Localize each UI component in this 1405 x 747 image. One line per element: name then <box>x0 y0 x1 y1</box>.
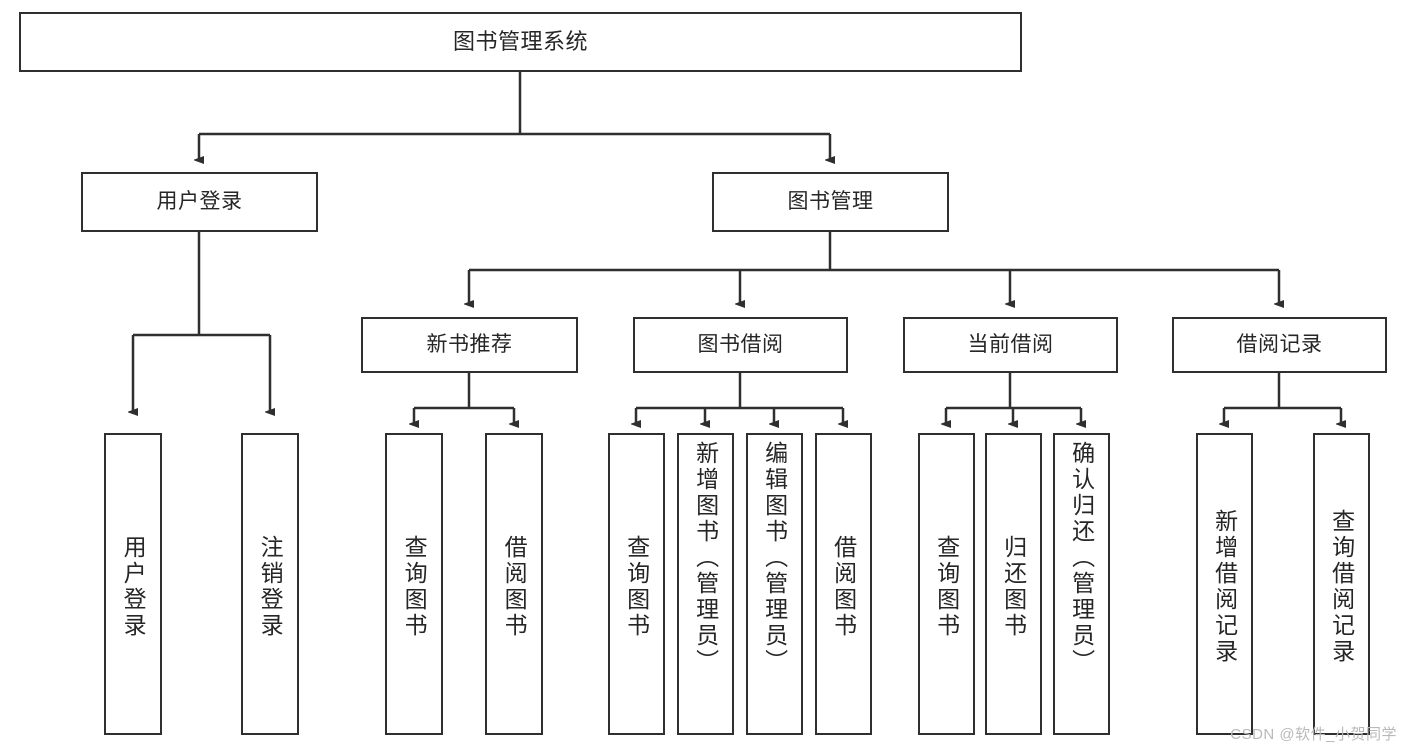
leaf-current-return-books[interactable]: 归还图书 <box>985 433 1042 735</box>
leaf-current-query-books[interactable]: 查询图书 <box>918 433 975 735</box>
node-label: 借阅图书 <box>830 535 857 639</box>
leaf-user-login-login[interactable]: 用户登录 <box>104 433 162 735</box>
node-label: 查询图书 <box>933 535 960 639</box>
leaf-current-confirm-return-admin[interactable]: 确认归还（管理员） <box>1053 433 1110 735</box>
node-label: 新书推荐 <box>426 332 513 356</box>
leaf-record-add-borrow-record[interactable]: 新增借阅记录 <box>1196 433 1253 735</box>
node-label: 用户登录 <box>120 535 147 639</box>
node-label: 编辑图书（管理员） <box>761 441 788 675</box>
leaf-new-book-borrow-books[interactable]: 借阅图书 <box>485 433 543 735</box>
leaf-borrow-edit-book-admin[interactable]: 编辑图书（管理员） <box>746 433 803 735</box>
node-label: 查询图书 <box>623 535 650 639</box>
leaf-user-login-logout[interactable]: 注销登录 <box>241 433 299 735</box>
node-user-login[interactable]: 用户登录 <box>81 172 318 232</box>
node-label: 查询借阅记录 <box>1328 509 1355 665</box>
node-label: 图书管理系统 <box>452 29 588 55</box>
node-label: 注销登录 <box>257 535 284 639</box>
leaf-borrow-borrow-books[interactable]: 借阅图书 <box>815 433 872 735</box>
node-label: 确认归还（管理员） <box>1068 441 1095 675</box>
node-label: 新增借阅记录 <box>1211 509 1238 665</box>
node-new-book-recommendation[interactable]: 新书推荐 <box>361 317 578 373</box>
csdn-watermark: CSDN @软件_小贺同学 <box>1230 726 1397 743</box>
node-label: 借阅图书 <box>501 535 528 639</box>
node-root-book-management-system[interactable]: 图书管理系统 <box>19 12 1022 72</box>
node-book-borrow[interactable]: 图书借阅 <box>633 317 848 373</box>
node-label: 借阅记录 <box>1236 332 1323 356</box>
node-label: 图书借阅 <box>697 332 784 356</box>
node-label: 归还图书 <box>1000 535 1027 639</box>
node-label: 当前借阅 <box>967 332 1054 356</box>
leaf-borrow-add-book-admin[interactable]: 新增图书（管理员） <box>677 433 734 735</box>
leaf-borrow-query-books[interactable]: 查询图书 <box>608 433 665 735</box>
node-label: 新增图书（管理员） <box>692 441 719 675</box>
node-book-management[interactable]: 图书管理 <box>712 172 949 232</box>
node-borrow-record[interactable]: 借阅记录 <box>1172 317 1387 373</box>
node-label: 查询图书 <box>401 535 428 639</box>
node-current-borrow[interactable]: 当前借阅 <box>903 317 1118 373</box>
leaf-record-query-borrow-record[interactable]: 查询借阅记录 <box>1313 433 1370 735</box>
node-label: 用户登录 <box>156 189 243 213</box>
leaf-new-book-query-books[interactable]: 查询图书 <box>385 433 443 735</box>
node-label: 图书管理 <box>787 189 874 213</box>
